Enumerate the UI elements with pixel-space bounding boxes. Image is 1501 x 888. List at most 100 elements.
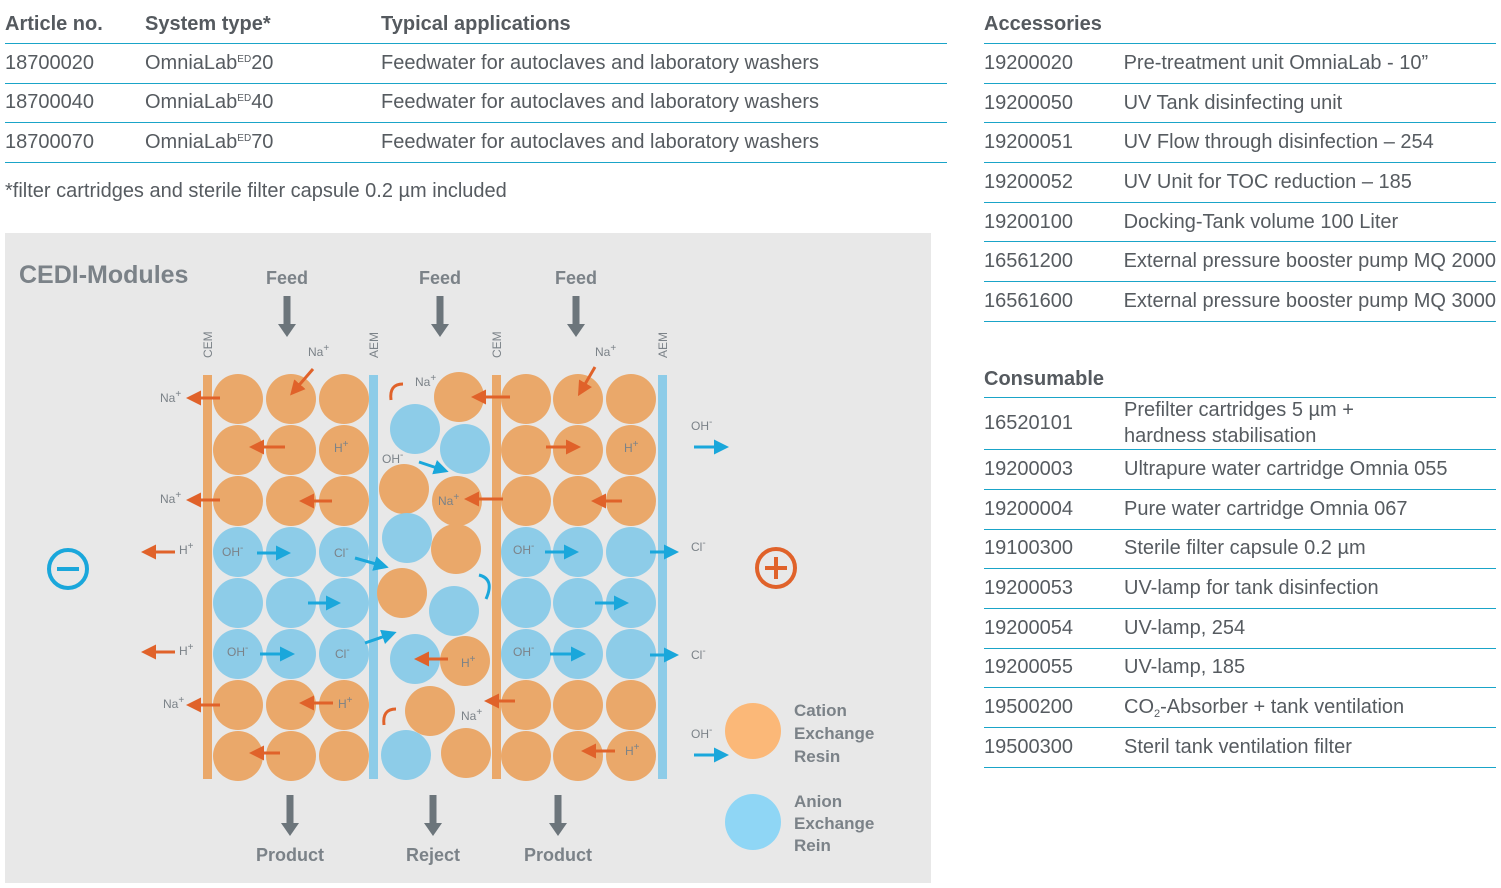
ion-label: OH- xyxy=(513,643,534,659)
cation-bead xyxy=(606,680,656,730)
article-number: 19200055 xyxy=(984,648,1124,689)
footnote: *filter cartridges and sterile filter ca… xyxy=(5,180,507,202)
article-number: 19500300 xyxy=(984,727,1124,768)
article-number: 16561600 xyxy=(984,281,1124,322)
ion-label: OH- xyxy=(691,725,712,741)
feed-label: Feed xyxy=(419,268,461,288)
cation-bead xyxy=(266,476,316,526)
cation-bead xyxy=(606,374,656,424)
description: Ultrapure water cartridge Omnia 055 xyxy=(1124,449,1496,490)
description: Steril tank ventilation filter xyxy=(1124,727,1496,768)
anion-bead xyxy=(213,578,263,628)
cation-membrane xyxy=(203,375,212,779)
consumables-header-row: Consumable xyxy=(984,362,1496,398)
cation-bead xyxy=(377,568,427,618)
description: UV Tank disinfecting unit xyxy=(1123,83,1496,124)
article-number: 19200052 xyxy=(984,162,1124,203)
cation-bead xyxy=(501,731,551,781)
ion-arrows xyxy=(141,366,729,763)
description: Pure water cartridge Omnia 067 xyxy=(1124,489,1496,530)
cation-bead xyxy=(501,680,551,730)
article-number: 19200053 xyxy=(984,568,1124,609)
col-article-no: Article no. xyxy=(5,5,145,44)
membranes xyxy=(203,375,667,779)
description: Prefilter cartridges 5 µm +hardness stab… xyxy=(1124,397,1496,451)
cation-bead xyxy=(441,728,491,778)
cation-bead xyxy=(319,731,369,781)
system-type: OmniaLabED40 xyxy=(145,83,381,123)
membrane-label: AEM xyxy=(367,332,381,358)
anion-bead xyxy=(266,578,316,628)
ion-label: OH- xyxy=(227,643,248,659)
article-number: 16520101 xyxy=(984,397,1124,451)
description: UV Unit for TOC reduction – 185 xyxy=(1123,162,1496,203)
cation-bead xyxy=(434,372,484,422)
system-type: OmniaLabED70 xyxy=(145,122,381,163)
membrane-label: CEM xyxy=(490,331,504,358)
flow-arrow-shaft xyxy=(436,296,444,325)
table-row: 18700040 OmniaLabED40 Feedwater for auto… xyxy=(5,83,947,123)
description: External pressure booster pump MQ 2000 xyxy=(1123,241,1496,283)
article-number: 19200100 xyxy=(984,202,1124,243)
flow-arrow-shaft xyxy=(429,795,437,824)
legend-cation-text: Cation xyxy=(794,701,847,720)
cation-bead xyxy=(213,425,263,475)
application: Feedwater for autoclaves and laboratory … xyxy=(381,122,947,163)
cation-bead xyxy=(431,524,481,574)
anion-bead xyxy=(606,629,656,679)
cation-bead xyxy=(553,680,603,730)
anion-bead xyxy=(606,527,656,577)
legend-anion-text: Anion xyxy=(794,792,842,811)
application: Feedwater for autoclaves and laboratory … xyxy=(381,83,947,123)
flow-arrow-shaft xyxy=(554,795,562,824)
article-number: 19200054 xyxy=(984,608,1124,649)
ion-label: Na+ xyxy=(595,343,616,359)
cation-bead xyxy=(432,476,482,526)
cation-bead xyxy=(501,425,551,475)
cation-bead xyxy=(213,476,263,526)
cation-bead xyxy=(606,476,656,526)
ion-label: H+ xyxy=(625,742,640,758)
article-number: 19500200 xyxy=(984,687,1124,728)
ion-label: Na+ xyxy=(308,343,329,359)
ion-label: Na+ xyxy=(160,389,181,405)
description: Pre-treatment unit OmniaLab - 10” xyxy=(1123,43,1496,84)
cation-bead xyxy=(405,686,455,736)
anion-bead xyxy=(501,629,551,679)
ion-label: Cl- xyxy=(691,538,706,554)
flow-arrow-head xyxy=(281,823,299,836)
membrane-label: AEM xyxy=(656,332,670,358)
anion-bead xyxy=(440,424,490,474)
cation-curl-arrow xyxy=(382,707,397,726)
membrane-label: CEM xyxy=(201,331,215,358)
table-row: 19500200 CO2-Absorber + tank ventilation xyxy=(984,687,1496,728)
anion-legend-swatch xyxy=(725,794,781,850)
ion-label: H+ xyxy=(179,642,194,658)
col-typical-applications: Typical applications xyxy=(381,5,947,44)
article-number: 18700040 xyxy=(5,83,145,123)
anion-bead xyxy=(390,404,440,454)
anion-bead xyxy=(213,629,263,679)
output-label: Product xyxy=(524,845,592,865)
output-label: Reject xyxy=(406,845,460,865)
anion-arrow xyxy=(364,629,397,645)
ion-label: OH- xyxy=(382,450,403,466)
system-type: OmniaLabED20 xyxy=(145,43,381,84)
ion-label: H+ xyxy=(179,541,194,557)
feed-label: Feed xyxy=(266,268,308,288)
ion-label: Cl- xyxy=(334,544,349,560)
article-number: 16561200 xyxy=(984,241,1124,283)
cation-bead xyxy=(553,731,603,781)
